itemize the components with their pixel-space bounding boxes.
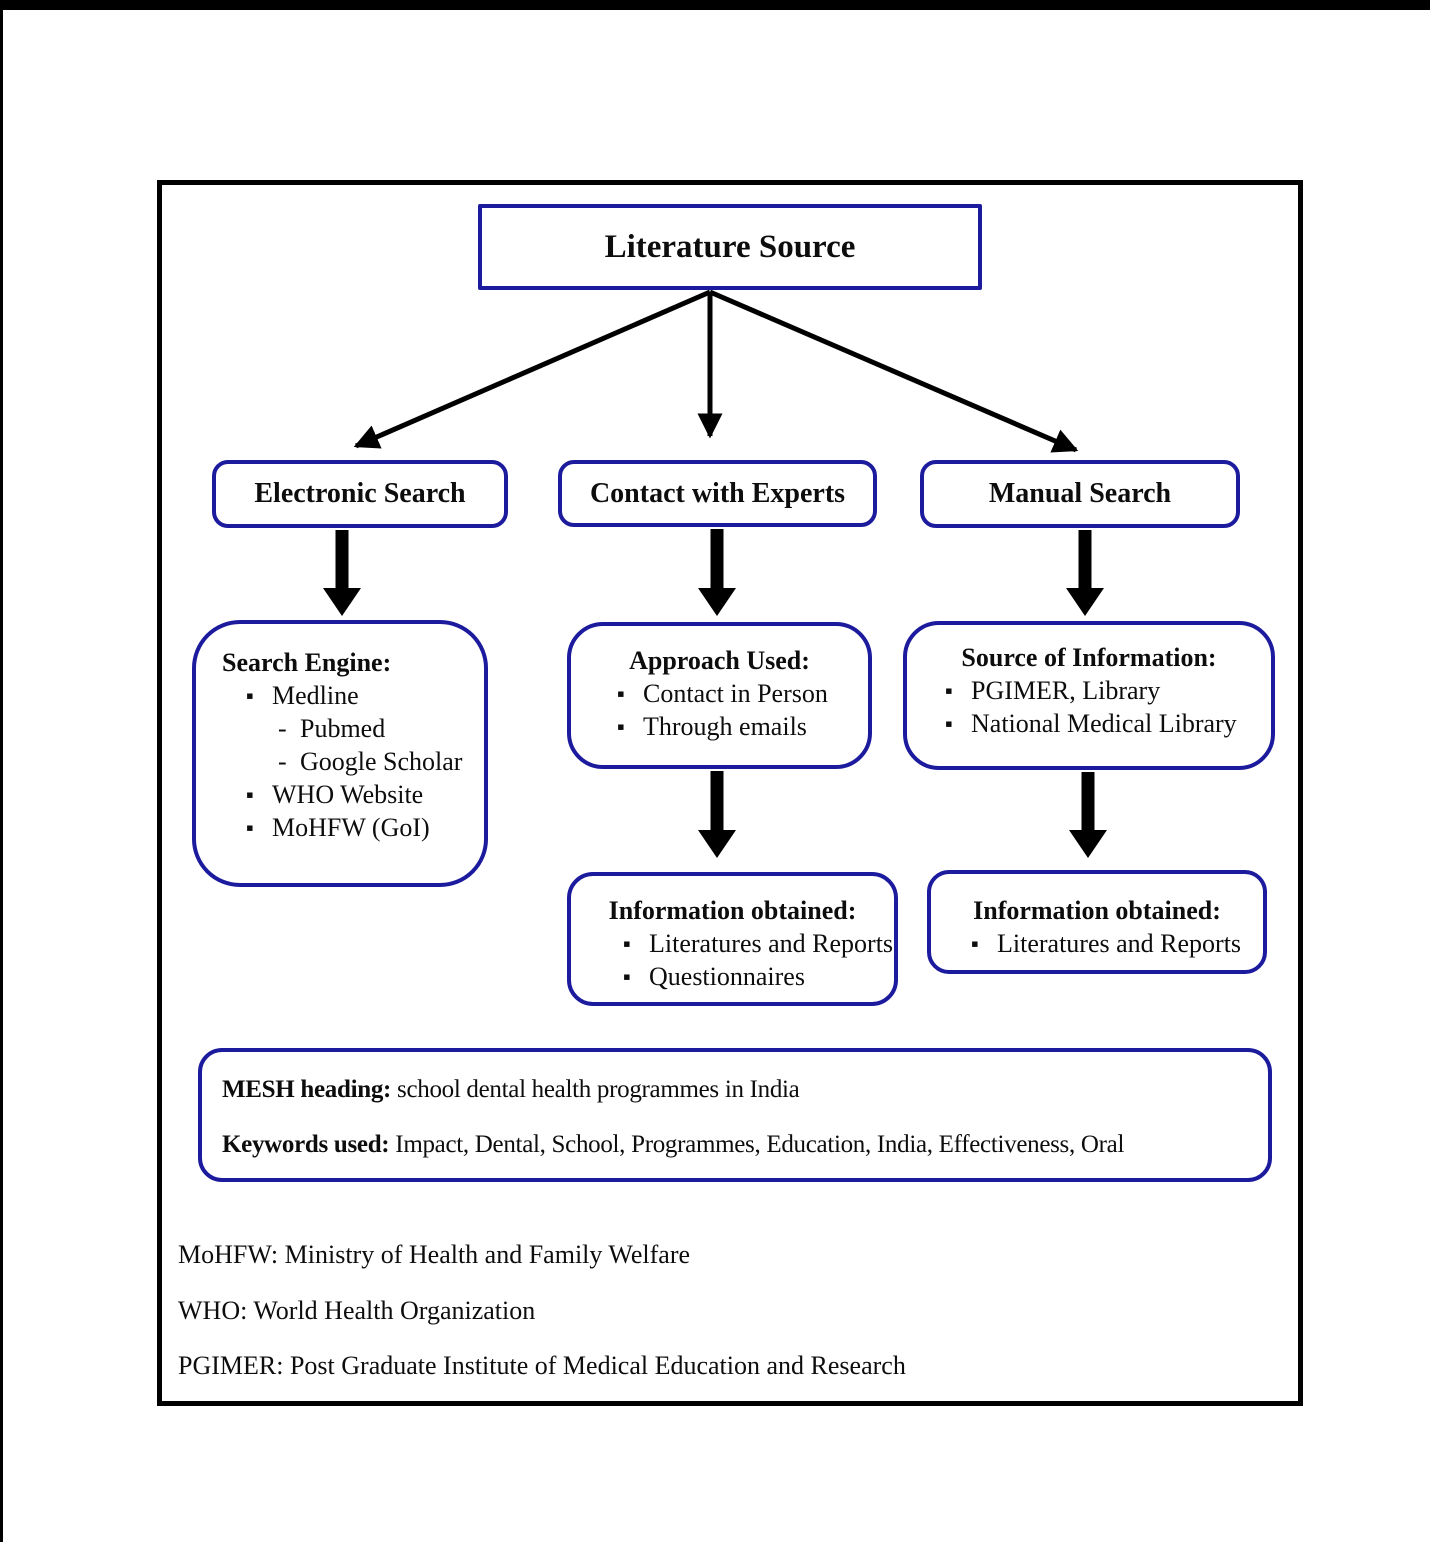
list-item: National Medical Library [933, 707, 1271, 740]
scan-edge-left [0, 0, 3, 1542]
branch-box-contact-with-experts: Contact with Experts [558, 460, 877, 527]
mesh-heading-label: MESH heading: [222, 1076, 392, 1103]
list-item: Contact in Person [605, 677, 868, 710]
arrow-shaft [335, 530, 349, 588]
arrow-shaft [1078, 530, 1092, 588]
arrow-shaft [710, 771, 724, 830]
detail-list: PGIMER, Library National Medical Library [907, 674, 1271, 740]
footnote-mohfw: MoHFW: Ministry of Health and Family Wel… [178, 1240, 691, 1269]
detail-list: Contact in Person Through emails [571, 677, 868, 743]
branch-label: Electronic Search [254, 478, 466, 509]
detail-box-source-of-information: Source of Information: PGIMER, Library N… [903, 621, 1275, 770]
down-arrow [1065, 530, 1105, 616]
branch-box-electronic-search: Electronic Search [212, 460, 508, 528]
branch-label: Contact with Experts [589, 477, 846, 509]
list-item: Questionnaires [611, 960, 894, 993]
detail-title: Approach Used: [629, 646, 810, 675]
detail-title: Source of Information: [961, 643, 1217, 672]
keywords-value: Impact, Dental, School, Programmes, Educ… [389, 1131, 1125, 1158]
detail-box-approach-used: Approach Used: Contact in Person Through… [567, 622, 872, 769]
list-item: Literatures and Reports [959, 927, 1263, 960]
branch-label: Manual Search [988, 478, 1172, 509]
down-arrow [1068, 772, 1108, 858]
root-box-literature-source: Literature Source [478, 204, 982, 290]
list-item: Google Scholar [234, 745, 476, 778]
outcome-list: Literatures and Reports [931, 927, 1263, 960]
mesh-heading-value: school dental health programmes in India [391, 1076, 800, 1103]
outcome-list: Literatures and Reports Questionnaires [571, 927, 894, 993]
detail-list: Medline Pubmed Google Scholar WHO Websit… [222, 679, 476, 844]
arrow-head [1066, 588, 1104, 616]
list-item: Pubmed [234, 712, 476, 745]
arrow-head [323, 588, 361, 616]
list-item: Through emails [605, 710, 868, 743]
arrow-shaft [710, 529, 724, 588]
arrow-head [1069, 830, 1107, 858]
keywords-label: Keywords used: [222, 1131, 390, 1158]
outcome-title: Information obtained: [608, 896, 857, 925]
footnote-who: WHO: World Health Organization [178, 1296, 536, 1325]
detail-box-search-engine: Search Engine: Medline Pubmed Google Sch… [192, 620, 488, 887]
down-arrow [697, 529, 737, 616]
outcome-title: Information obtained: [973, 896, 1221, 925]
list-item: MoHFW (GoI) [234, 811, 476, 844]
outcome-box-contact-information-obtained: Information obtained: Literatures and Re… [567, 872, 898, 1006]
mesh-keywords-box: MESH heading: school dental health progr… [198, 1048, 1272, 1182]
list-item: PGIMER, Library [933, 674, 1271, 707]
arrow-shaft [1081, 772, 1095, 830]
keywords-line: Keywords used: Impact, Dental, School, P… [222, 1131, 1268, 1159]
list-item: Literatures and Reports [611, 927, 894, 960]
mesh-heading-line: MESH heading: school dental health progr… [222, 1076, 1268, 1104]
footnote-pgimer: PGIMER: Post Graduate Institute of Medic… [178, 1351, 906, 1380]
down-arrow [322, 530, 362, 616]
detail-title: Search Engine: [222, 648, 392, 677]
down-arrow [697, 771, 737, 858]
arrow-head [698, 830, 736, 858]
list-item: Medline [234, 679, 476, 712]
scan-edge-top [0, 0, 1430, 10]
list-item: WHO Website [234, 778, 476, 811]
root-label: Literature Source [604, 228, 856, 265]
branch-box-manual-search: Manual Search [920, 460, 1240, 528]
arrow-head [698, 588, 736, 616]
outcome-box-manual-information-obtained: Information obtained: Literatures and Re… [927, 870, 1267, 974]
